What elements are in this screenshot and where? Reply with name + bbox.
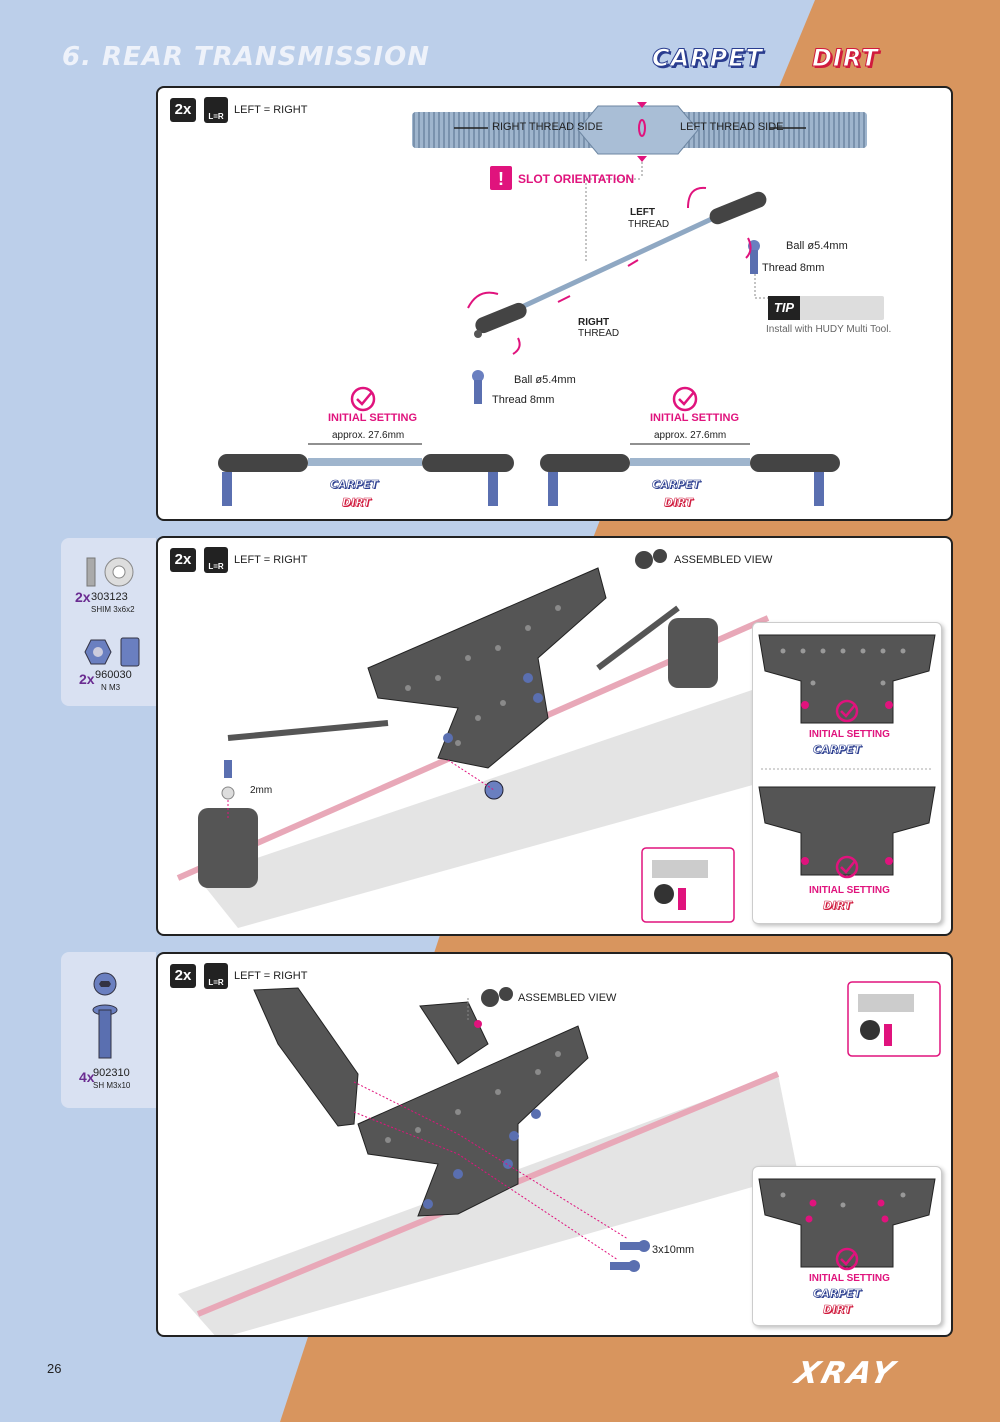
part-902310: 4x (79, 1069, 95, 1085)
shim-icon (86, 557, 134, 587)
shock-tower-mount-illustration (178, 981, 941, 1335)
part-960030-id: 960030 (95, 669, 132, 681)
parts-list-step-2: 2x 303123 SHIM 3x6x2 2x 960030 N M3 (61, 538, 156, 706)
carpet-mini-badge: CARPET (813, 1287, 862, 1301)
left-equals-right-icon: L=R (204, 963, 228, 989)
turnbuckle-illustration: ! (218, 102, 867, 506)
part-303123-desc: SHIM 3x6x2 (91, 605, 135, 614)
assembled-view-label: ASSEMBLED VIEW (674, 554, 773, 566)
svg-text:!: ! (498, 169, 504, 189)
right-thread-label: THREAD (578, 328, 620, 339)
assembled-view-label: ASSEMBLED VIEW (518, 992, 617, 1004)
shock-tower-setting-box: INITIAL SETTING CARPET DIRT (752, 1166, 942, 1326)
dirt-mini-badge: DIRT (823, 1303, 852, 1317)
part-303123: 2x (75, 589, 91, 605)
section-title: 6. REAR TRANSMISSION (62, 42, 430, 72)
initial-setting-label: INITIAL SETTING (809, 1273, 890, 1284)
dirt-brand-badge: DIRT (812, 44, 879, 73)
part-960030-desc: N M3 (101, 683, 121, 692)
xray-logo: XRAY (791, 1356, 901, 1391)
shim-thickness-label: 2mm (250, 785, 273, 796)
step-panel-3: 2x L=R LEFT = RIGHT ASSEMBLED VIEW (156, 952, 953, 1337)
carpet-mini-badge-2: CARPET (652, 478, 701, 492)
approx-length-label-2: approx. 27.6mm (654, 430, 727, 441)
quantity-badge: 2x (170, 98, 196, 122)
ball-size-bottom-label: Ball ø5.4mm (514, 374, 576, 386)
shock-tower-settings-box: INITIAL SETTING CARPET INITIAL SETTING D… (752, 622, 942, 924)
quantity-badge: 2x (170, 548, 196, 572)
left-right-label: LEFT = RIGHT (234, 554, 308, 566)
left-thread-word: LEFT (630, 207, 655, 218)
left-equals-right-icon: L=R (204, 97, 228, 123)
left-equals-right-icon: L=R (204, 547, 228, 573)
initial-setting-label-2: INITIAL SETTING (650, 412, 740, 424)
ball-size-top-label: Ball ø5.4mm (786, 240, 848, 252)
part-960030: 2x (79, 671, 95, 687)
initial-setting-dirt-label: INITIAL SETTING (809, 885, 890, 896)
shock-tower-carpet-diagram (758, 634, 936, 879)
thread-length-bottom-label: Thread 8mm (492, 394, 555, 406)
dirt-mini-badge: DIRT (823, 899, 852, 913)
parts-list-step-3: 4x 902310 SH M3x10 (61, 952, 156, 1108)
shock-tower-diagram (758, 1178, 936, 1271)
carpet-mini-badge-1: CARPET (330, 478, 379, 492)
carpet-brand-badge: CARPET (651, 44, 764, 73)
screw-icon (92, 972, 118, 1059)
part-902310-id: 902310 (93, 1067, 130, 1079)
quantity-badge: 2x (170, 964, 196, 988)
carpet-mini-badge: CARPET (813, 743, 862, 757)
left-thread-label: THREAD (628, 219, 670, 230)
step-panel-1: 2x L=R LEFT = RIGHT ! (156, 86, 953, 521)
left-right-label: LEFT = RIGHT (234, 104, 308, 116)
shock-tower-assembly-illustration (176, 549, 778, 928)
approx-length-label-1: approx. 27.6mm (332, 430, 405, 441)
initial-setting-label-1: INITIAL SETTING (328, 412, 418, 424)
dirt-mini-badge-1: DIRT (342, 496, 371, 510)
initial-setting-carpet-label: INITIAL SETTING (809, 729, 890, 740)
left-thread-side-label: LEFT THREAD SIDE (680, 121, 784, 133)
dirt-mini-badge-2: DIRT (664, 496, 693, 510)
screw-size-label: 3x10mm (652, 1244, 695, 1256)
slot-orientation-label: SLOT ORIENTATION (518, 172, 635, 186)
left-right-label: LEFT = RIGHT (234, 970, 308, 982)
step-panel-2: 2x L=R LEFT = RIGHT 2mm (156, 536, 953, 936)
nut-icon (84, 637, 140, 667)
right-thread-side-label: RIGHT THREAD SIDE (492, 121, 603, 133)
right-thread-word: RIGHT (578, 317, 610, 328)
tip-text: Install with HUDY Multi Tool. (766, 324, 892, 335)
thread-length-top-label: Thread 8mm (762, 262, 825, 274)
tip-badge: TIP (768, 296, 884, 320)
page-number: 26 (47, 1361, 62, 1376)
part-902310-desc: SH M3x10 (93, 1081, 131, 1090)
part-303123-id: 303123 (91, 591, 128, 603)
